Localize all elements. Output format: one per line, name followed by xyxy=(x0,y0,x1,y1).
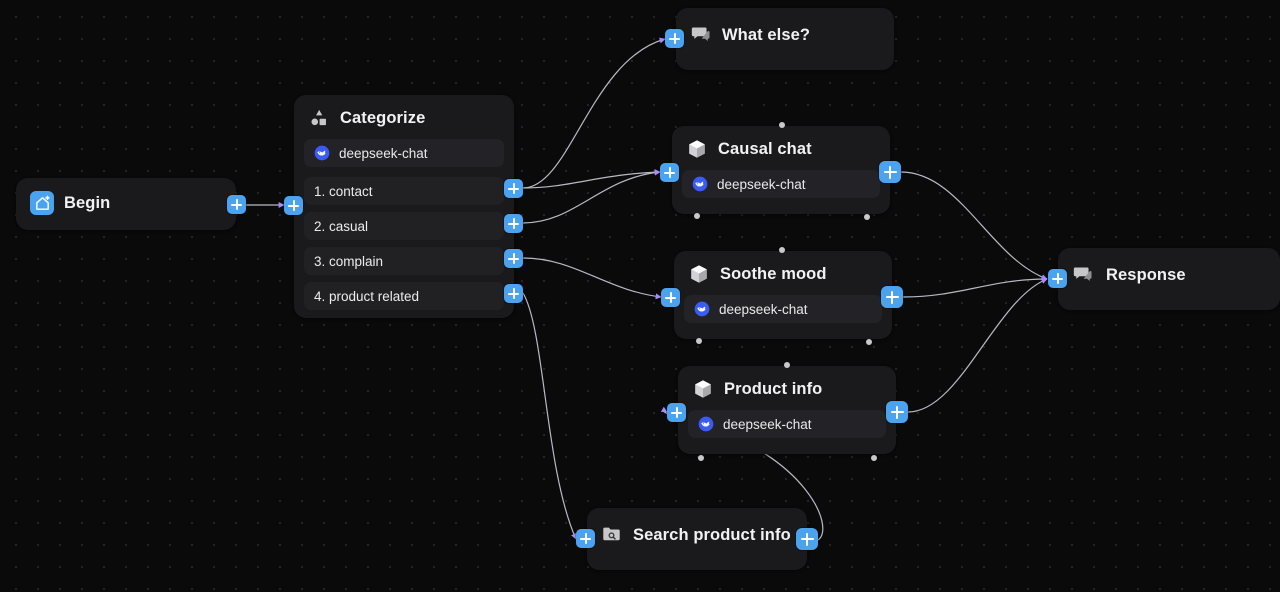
causal-chat-bottom-right-handle[interactable] xyxy=(864,214,870,220)
category-label: 2. casual xyxy=(314,218,369,234)
product-info-output-handle[interactable] xyxy=(886,401,908,423)
edge-product-search xyxy=(522,292,577,540)
soothe-mood-bottom-right-handle[interactable] xyxy=(866,339,872,345)
search-product-info-output-handle[interactable] xyxy=(796,528,818,550)
causal-chat-output-handle[interactable] xyxy=(879,161,901,183)
edge-complain-soothe xyxy=(522,257,662,300)
message-icon xyxy=(690,24,712,46)
categorize-output-handle-product-related[interactable] xyxy=(504,284,523,303)
cube-icon xyxy=(692,378,714,400)
edge-soothe-response xyxy=(902,276,1048,298)
begin-output-handle[interactable] xyxy=(227,195,246,214)
node-title: Categorize xyxy=(340,108,426,127)
category-row-4[interactable]: 4. product related xyxy=(304,282,504,310)
model-name: deepseek-chat xyxy=(723,416,812,432)
home-plus-icon xyxy=(30,191,54,215)
node-product-info[interactable]: Product info deepseek-chat xyxy=(678,366,896,454)
category-row-1[interactable]: 1. contact xyxy=(304,177,504,205)
node-title: Search product info xyxy=(633,525,791,544)
causal-chat-bottom-left-handle[interactable] xyxy=(694,213,700,219)
edge-casual-causal xyxy=(522,169,661,224)
soothe-mood-bottom-left-handle[interactable] xyxy=(696,338,702,344)
node-begin[interactable]: Begin xyxy=(16,178,236,230)
edge-contact-causal xyxy=(522,169,661,189)
response-input-handle[interactable] xyxy=(1048,269,1067,288)
node-title: What else? xyxy=(722,25,811,44)
edge-causal-response xyxy=(900,171,1048,280)
soothe-mood-output-handle[interactable] xyxy=(881,286,903,308)
deepseek-whale-icon xyxy=(694,301,710,317)
node-categorize[interactable]: Categorize deepseek-chat 1. contact 2. c… xyxy=(294,95,514,318)
node-what-else[interactable]: What else? xyxy=(676,8,894,70)
deepseek-whale-icon xyxy=(314,145,330,161)
edge-contact-whatelse xyxy=(522,37,666,189)
causal-chat-input-handle[interactable] xyxy=(660,163,679,182)
node-soothe-mood[interactable]: Soothe mood deepseek-chat xyxy=(674,251,892,339)
categorize-output-handle-casual[interactable] xyxy=(504,214,523,233)
model-selector[interactable]: deepseek-chat xyxy=(684,295,882,323)
deepseek-whale-icon xyxy=(698,416,714,432)
category-label: 1. contact xyxy=(314,183,373,199)
folder-search-icon xyxy=(601,524,623,546)
node-title: Soothe mood xyxy=(720,264,827,283)
edge-productinfo-response xyxy=(907,278,1048,413)
node-title: Response xyxy=(1106,265,1186,284)
node-search-product-info[interactable]: Search product info xyxy=(587,508,807,570)
model-name: deepseek-chat xyxy=(717,176,806,192)
product-info-bottom-right-handle[interactable] xyxy=(871,455,877,461)
categorize-output-handle-contact[interactable] xyxy=(504,179,523,198)
search-product-info-input-handle[interactable] xyxy=(576,529,595,548)
category-row-2[interactable]: 2. casual xyxy=(304,212,504,240)
product-info-top-handle[interactable] xyxy=(784,362,790,368)
cube-icon xyxy=(686,138,708,160)
category-row-3[interactable]: 3. complain xyxy=(304,247,504,275)
node-title: Causal chat xyxy=(718,139,812,158)
what-else-input-handle[interactable] xyxy=(665,29,684,48)
node-title: Product info xyxy=(724,379,823,398)
categorize-input-handle[interactable] xyxy=(284,196,303,215)
model-selector[interactable]: deepseek-chat xyxy=(682,170,880,198)
message-icon xyxy=(1072,264,1094,286)
cube-icon xyxy=(688,263,710,285)
deepseek-whale-icon xyxy=(692,176,708,192)
causal-chat-top-handle[interactable] xyxy=(779,122,785,128)
node-response[interactable]: Response xyxy=(1058,248,1280,310)
soothe-mood-input-handle[interactable] xyxy=(661,288,680,307)
node-title: Begin xyxy=(64,193,111,212)
node-causal-chat[interactable]: Causal chat deepseek-chat xyxy=(672,126,890,214)
model-name: deepseek-chat xyxy=(719,301,808,317)
model-name: deepseek-chat xyxy=(339,145,428,161)
model-selector[interactable]: deepseek-chat xyxy=(304,139,504,167)
product-info-input-handle[interactable] xyxy=(667,403,686,422)
soothe-mood-top-handle[interactable] xyxy=(779,247,785,253)
product-info-bottom-left-handle[interactable] xyxy=(698,455,704,461)
category-label: 3. complain xyxy=(314,253,384,269)
category-label: 4. product related xyxy=(314,288,420,304)
categorize-output-handle-complain[interactable] xyxy=(504,249,523,268)
shapes-icon xyxy=(308,107,330,129)
model-selector[interactable]: deepseek-chat xyxy=(688,410,886,438)
